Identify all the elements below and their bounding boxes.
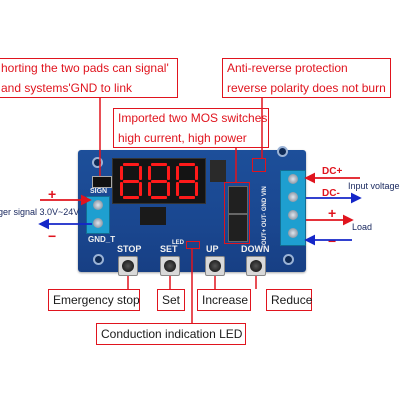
segment-6 [179, 180, 195, 183]
segment-3 [151, 196, 167, 199]
mos-switch-2 [228, 214, 248, 242]
segment-3 [123, 196, 139, 199]
silk-up: UP [206, 244, 219, 254]
left-plus-label: + [48, 186, 57, 202]
mount-hole-bottom-left [93, 254, 104, 265]
callout-increase: Increase [197, 289, 251, 311]
callout-mos-switches: Imported two MOS switches high current, … [113, 108, 269, 148]
digit-2 [147, 163, 171, 199]
left-screw-bottom [93, 218, 103, 228]
left-screw-top [93, 200, 103, 210]
segment-2 [195, 182, 198, 196]
segment-3 [179, 196, 195, 199]
mount-hole-bottom-right [283, 254, 294, 265]
callout-shorting-line1: horting the two pads can signal' [1, 61, 169, 75]
set-button-cap [164, 260, 176, 272]
callout-shorting-pads: horting the two pads can signal' and sys… [0, 58, 178, 98]
up-button[interactable] [205, 256, 225, 276]
led-highlight-box [186, 241, 200, 249]
up-button-cap [209, 260, 221, 272]
silk-down: DOWN [241, 244, 270, 254]
silk-sign: SIGN [90, 188, 108, 195]
callout-mos-line2: high current, high power [118, 131, 247, 145]
seven-segment-display [112, 158, 206, 204]
segment-0 [179, 163, 195, 166]
load-label: Load [352, 222, 373, 232]
callout-anti-reverse: Anti-reverse protection reverse polarity… [222, 58, 391, 98]
right-screw-2 [288, 192, 298, 202]
stop-button-cap [122, 260, 134, 272]
segment-6 [151, 180, 167, 183]
right-screw-4 [288, 228, 298, 238]
segment-0 [151, 163, 167, 166]
mount-hole-top-left [92, 157, 103, 168]
sign-jumper-pads [92, 176, 112, 188]
regulator-chip [210, 160, 226, 182]
callout-shorting-line2: and systems'GND to link [1, 81, 132, 95]
segment-0 [123, 163, 139, 166]
trigger-signal-label: ger signal 3.0V~24V [0, 207, 80, 217]
segment-1 [195, 166, 198, 180]
mos-highlight-box [224, 182, 250, 244]
left-minus-label: − [48, 228, 57, 244]
callout-mos-line1: Imported two MOS switches [118, 111, 268, 125]
right-screw-3 [288, 210, 298, 220]
segment-5 [120, 166, 123, 180]
segment-5 [176, 166, 179, 180]
segment-2 [167, 182, 170, 196]
diode-highlight-box [252, 158, 266, 172]
segment-1 [139, 166, 142, 180]
segment-4 [148, 182, 151, 196]
callout-reduce: Reduce [266, 289, 312, 311]
segment-6 [123, 180, 139, 183]
dc-minus-label: DC- [322, 188, 340, 199]
digit-1 [119, 163, 143, 199]
set-button[interactable] [160, 256, 180, 276]
segment-4 [120, 182, 123, 196]
stop-button[interactable] [118, 256, 138, 276]
mount-hole-top-right [277, 146, 288, 157]
silk-set: SET [160, 244, 178, 254]
silk-led: LED [172, 240, 184, 246]
callout-set: Set [157, 289, 185, 311]
silk-stop: STOP [117, 244, 142, 254]
segment-2 [139, 182, 142, 196]
input-voltage-label: Input voltage [348, 181, 400, 191]
mos-switch-1 [228, 186, 248, 214]
silk-gnd: GND_T [88, 235, 116, 244]
dc-plus-label: DC+ [322, 166, 343, 177]
callout-anti-reverse-line2: reverse polarity does not burn [227, 81, 386, 95]
microcontroller-chip [140, 207, 166, 225]
down-button[interactable] [246, 256, 266, 276]
segment-4 [176, 182, 179, 196]
digit-3 [175, 163, 199, 199]
callout-conduction-led: Conduction indication LED [96, 323, 246, 345]
segment-5 [148, 166, 151, 180]
callout-emergency-stop: Emergency stop [48, 289, 140, 311]
load-minus-label: − [328, 233, 337, 249]
load-plus-label: + [328, 205, 337, 221]
right-screw-1 [288, 174, 298, 184]
segment-1 [167, 166, 170, 180]
callout-anti-reverse-line1: Anti-reverse protection [227, 61, 348, 75]
down-button-cap [250, 260, 262, 272]
